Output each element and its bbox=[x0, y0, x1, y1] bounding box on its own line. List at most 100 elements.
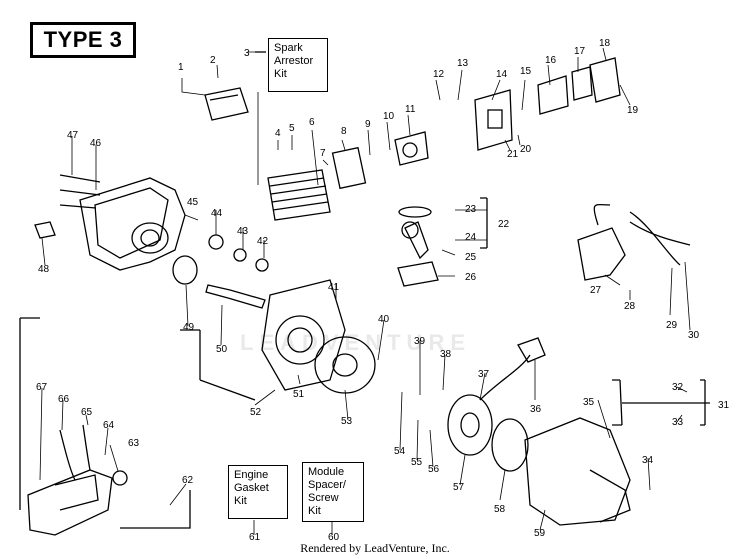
bracket-52 bbox=[19, 317, 256, 510]
callout-label-1: 1 bbox=[178, 62, 184, 73]
callout-label-43: 43 bbox=[237, 226, 249, 237]
callout-label-48: 48 bbox=[38, 264, 50, 275]
callout-label-56: 56 bbox=[428, 464, 440, 475]
callout-label-64: 64 bbox=[103, 420, 115, 431]
callout-label-2: 2 bbox=[210, 55, 216, 66]
callout-label-21: 21 bbox=[507, 149, 519, 160]
callout-label-44: 44 bbox=[211, 208, 223, 219]
bearing-sketch bbox=[208, 234, 224, 250]
callout-label-5: 5 bbox=[289, 123, 295, 134]
bracket-62 bbox=[120, 490, 191, 529]
callout-label-12: 12 bbox=[433, 69, 445, 80]
part-sketches bbox=[19, 47, 710, 536]
callout-label-49: 49 bbox=[183, 322, 195, 333]
callout-label-6: 6 bbox=[309, 117, 315, 128]
wire-sketch bbox=[59, 429, 76, 481]
air-box-sketch bbox=[474, 89, 513, 151]
callout-label-29: 29 bbox=[666, 320, 678, 331]
callout-label-54: 54 bbox=[394, 446, 406, 457]
kit-line: Screw bbox=[308, 492, 339, 504]
callout-label-53: 53 bbox=[341, 416, 353, 427]
callout-label-36: 36 bbox=[530, 404, 542, 415]
muffler-sketch bbox=[204, 87, 249, 121]
callout-label-34: 34 bbox=[642, 455, 654, 466]
callout-label-63: 63 bbox=[128, 438, 140, 449]
bracket-22 bbox=[480, 197, 488, 249]
callout-label-67: 67 bbox=[36, 382, 48, 393]
flywheel-sketch bbox=[314, 336, 376, 394]
callout-label-58: 58 bbox=[494, 504, 506, 515]
kit-line: Engine bbox=[234, 469, 269, 481]
callout-label-13: 13 bbox=[457, 58, 469, 69]
callout-label-66: 66 bbox=[58, 394, 70, 405]
callout-label-42: 42 bbox=[257, 236, 269, 247]
callout-label-61: 61 bbox=[249, 532, 261, 543]
type-label: TYPE 3 bbox=[30, 22, 136, 58]
callout-label-52: 52 bbox=[250, 407, 262, 418]
callout-label-57: 57 bbox=[453, 482, 465, 493]
spark-lead-sketch bbox=[629, 221, 691, 246]
callout-label-20: 20 bbox=[520, 144, 532, 155]
callout-label-45: 45 bbox=[187, 197, 199, 208]
callout-label-59: 59 bbox=[534, 528, 546, 539]
callout-label-25: 25 bbox=[465, 252, 477, 263]
callout-label-24: 24 bbox=[465, 232, 477, 243]
module-spacer-screw-kit-box: Module Spacer/ Screw Kit bbox=[302, 462, 364, 522]
kit-line: Kit bbox=[234, 495, 247, 507]
engine-cover-sketch bbox=[79, 177, 186, 271]
callout-label-51: 51 bbox=[293, 389, 305, 400]
starter-housing-sketch bbox=[524, 417, 631, 526]
spark-arrestor-kit-box: Spark Arrestor Kit bbox=[268, 38, 328, 92]
callout-label-30: 30 bbox=[688, 330, 700, 341]
piston-ring-sketch bbox=[398, 206, 432, 218]
callout-label-37: 37 bbox=[478, 369, 490, 380]
bracket-31 bbox=[612, 379, 710, 426]
watermark: LEADVENTURE bbox=[240, 330, 472, 355]
kit-line: Spacer/ bbox=[308, 479, 346, 491]
callout-label-26: 26 bbox=[465, 272, 477, 283]
callout-label-7: 7 bbox=[320, 148, 326, 159]
carburetor-sketch bbox=[331, 146, 367, 190]
callout-label-19: 19 bbox=[627, 105, 639, 116]
callout-label-9: 9 bbox=[365, 119, 371, 130]
callout-label-35: 35 bbox=[583, 397, 595, 408]
kit-line: Spark bbox=[274, 42, 303, 54]
clamp-sketch bbox=[34, 221, 56, 239]
kit-line: Gasket bbox=[234, 482, 269, 494]
o-ring-sketch bbox=[172, 255, 198, 285]
callout-label-8: 8 bbox=[341, 126, 347, 137]
cylinder-sketch bbox=[267, 169, 331, 221]
callout-label-27: 27 bbox=[590, 285, 602, 296]
gasket-sketch bbox=[397, 261, 439, 287]
callout-label-47: 47 bbox=[67, 130, 79, 141]
callout-label-65: 65 bbox=[81, 407, 93, 418]
footer-credit: Rendered by LeadVenture, Inc. bbox=[300, 541, 450, 555]
callout-label-50: 50 bbox=[216, 344, 228, 355]
kit-line: Module bbox=[308, 466, 345, 478]
engine-gasket-kit-box: Engine Gasket Kit bbox=[228, 465, 288, 519]
air-filter-sketch bbox=[537, 75, 569, 115]
connecting-rod-sketch bbox=[404, 221, 429, 260]
callout-label-62: 62 bbox=[182, 475, 194, 486]
starter-handle-sketch bbox=[517, 337, 546, 363]
callout-label-31: 31 bbox=[718, 400, 730, 411]
callout-label-11: 11 bbox=[405, 104, 416, 115]
guard-sketch bbox=[27, 469, 113, 536]
callout-label-16: 16 bbox=[545, 55, 557, 66]
callout-label-23: 23 bbox=[465, 204, 477, 215]
callout-label-10: 10 bbox=[383, 111, 395, 122]
callout-label-33: 33 bbox=[672, 417, 684, 428]
callout-label-28: 28 bbox=[624, 301, 636, 312]
leader-lines bbox=[39, 47, 691, 535]
callout-label-32: 32 bbox=[672, 382, 684, 393]
callout-label-15: 15 bbox=[520, 66, 532, 77]
callout-label-46: 46 bbox=[90, 138, 102, 149]
callout-label-41: 41 bbox=[328, 282, 340, 293]
callout-label-40: 40 bbox=[378, 314, 390, 325]
ignition-module-sketch bbox=[577, 227, 626, 281]
callout-label-60: 60 bbox=[328, 532, 340, 543]
callout-label-55: 55 bbox=[411, 457, 423, 468]
recoil-reel-sketch bbox=[491, 418, 529, 472]
